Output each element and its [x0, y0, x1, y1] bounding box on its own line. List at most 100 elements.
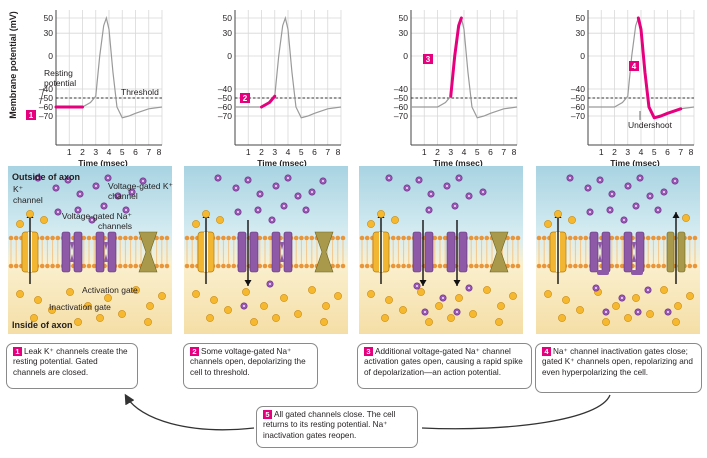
activation-gate [632, 242, 636, 250]
lipid-head [396, 263, 401, 269]
step-4-badge [629, 61, 639, 71]
lipid-head [267, 235, 273, 241]
k-ion [624, 314, 632, 322]
lipid-head [609, 235, 615, 241]
na-ion-dot [647, 289, 649, 291]
lipid-head [442, 263, 448, 269]
lipid-head [614, 263, 620, 269]
lipid-head [536, 235, 542, 241]
ion-flow-arrowhead [453, 280, 461, 286]
lipid-head [133, 235, 139, 241]
threshold-label: Threshold [121, 87, 159, 97]
k-ion [250, 318, 258, 326]
na-ion-dot [406, 187, 408, 189]
vg-k-subunit [677, 231, 686, 273]
x-axis-label: Time (msec) [257, 158, 307, 168]
activation-gate [598, 254, 602, 262]
lipid-head [541, 263, 547, 269]
x-tick-label: 8 [689, 147, 694, 157]
lipid-head [614, 235, 620, 241]
y-tick-label: –40 [218, 84, 232, 94]
na-ion-dot [611, 193, 613, 195]
na-ion-dot [627, 185, 629, 187]
y-tick-label: 50 [44, 13, 54, 23]
k-ion [96, 314, 104, 322]
k-ion [322, 302, 330, 310]
k-ion [202, 210, 210, 218]
lipid-head [123, 235, 128, 241]
lipid-head [81, 235, 87, 241]
na-ion-dot [418, 179, 420, 181]
lipid-head [692, 235, 698, 241]
undershoot-label: Undershoot [628, 120, 673, 130]
lipid-head [231, 263, 237, 269]
x-axis-label: Time (msec) [610, 158, 660, 168]
k-channel-label: K⁺ channel [13, 184, 43, 205]
k-ion [104, 294, 112, 302]
na-channel-subunit [73, 231, 83, 273]
na-channel-subunit [237, 231, 247, 273]
na-ion-dot [667, 311, 669, 313]
y-tick-label: 50 [223, 13, 233, 23]
k-ion [210, 296, 218, 304]
k-ion [391, 216, 399, 224]
lipid-head [432, 235, 438, 241]
vg-k-channel-closed [314, 231, 334, 273]
x-tick-label: 6 [488, 147, 493, 157]
lipid-head [406, 235, 412, 241]
k-ion [672, 318, 680, 326]
na-ion-dot [95, 185, 97, 187]
k-ion [562, 296, 570, 304]
lipid-head [437, 235, 443, 241]
step-1-badge-number: 1 [29, 111, 34, 120]
na-ion-dot [454, 205, 456, 207]
membrane-panel-2 [184, 166, 348, 334]
k-ion [84, 302, 92, 310]
lipid-head [479, 235, 484, 241]
na-ion-dot [297, 195, 299, 197]
na-ion-dot [482, 191, 484, 193]
k-ion [495, 318, 503, 326]
arrow-4-to-5 [421, 394, 611, 430]
na-ion-dot [55, 187, 57, 189]
lipid-head [262, 263, 268, 269]
lipid-head [309, 235, 315, 241]
lipid-head [117, 235, 123, 241]
lipid-head [309, 263, 315, 269]
na-ion-dot [131, 191, 133, 193]
lipid-head [221, 235, 226, 241]
k-ion [26, 210, 34, 218]
lipid-head [401, 263, 406, 269]
x-tick-label: 5 [120, 147, 125, 157]
lipid-head [221, 263, 226, 269]
lipid-head [45, 263, 50, 269]
lipid-head [304, 263, 309, 269]
x-tick-label: 1 [422, 147, 427, 157]
step-3-badge-number: 3 [426, 55, 431, 64]
k-ion [385, 296, 393, 304]
na-channel-subunit [623, 231, 633, 273]
k-ion [206, 314, 214, 322]
na-ion-dot [305, 209, 307, 211]
lipid-head [293, 263, 299, 269]
k-ion [132, 286, 140, 294]
na-ion-dot [322, 180, 324, 182]
lipid-head [13, 263, 19, 269]
k-ion [158, 292, 166, 300]
step-1-badge [26, 110, 36, 120]
y-tick-label: –60 [571, 102, 585, 112]
y-tick-label: –40 [394, 84, 408, 94]
na-ion-dot [589, 211, 591, 213]
k-ion [242, 288, 250, 296]
lipid-head [656, 235, 661, 241]
k-ion [16, 290, 24, 298]
k-ion [602, 318, 610, 326]
k-ion [425, 318, 433, 326]
k-ion [509, 292, 517, 300]
na-ion-dot [91, 219, 93, 221]
x-tick-label: 8 [157, 147, 162, 157]
lipid-head [128, 235, 133, 241]
